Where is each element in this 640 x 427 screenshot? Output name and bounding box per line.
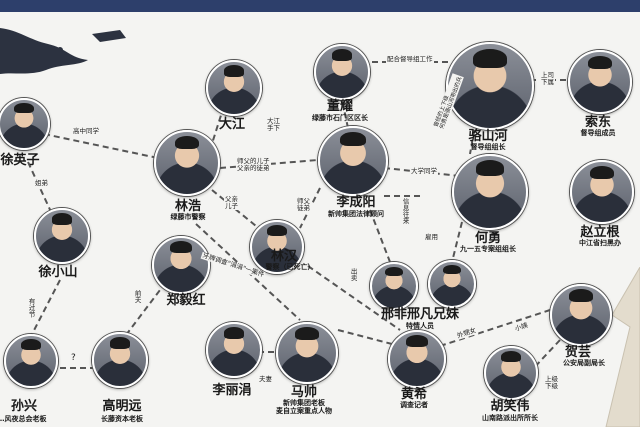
- portrait-dong-yao: [314, 44, 370, 100]
- portrait-he-yun: [550, 284, 612, 346]
- edge-label-dong-yao-luo-shanhe: 配合督导组工作: [386, 56, 434, 63]
- name-da-jiang: 大江: [219, 118, 245, 132]
- name-sun-xing: 孙兴: [11, 400, 37, 414]
- edge-label-lin-hao-da-jiang: 大江手下: [266, 118, 282, 132]
- name-zheng-yihong: 郑毅红: [166, 294, 205, 308]
- name-dong-yao: 董耀: [327, 100, 353, 114]
- edge-label-li-chengyang-lin-han: 师父 徒弟: [296, 198, 312, 212]
- name-xu-xiaoshan: 徐小山: [38, 266, 77, 280]
- edge-xu-yingzi-xu-xiaoshan: [28, 162, 52, 214]
- role-huang-xi: 调查记者: [400, 402, 428, 410]
- edge-label-lin-hao-lin-han: 父亲 儿子: [224, 196, 240, 210]
- role-sun-xing: …风夜总会老板: [0, 416, 47, 424]
- edge-label-xu-yingzi-xu-xiaoshan: 姐弟: [34, 180, 49, 187]
- name-lin-han: 林汉: [271, 250, 297, 264]
- edge-label-li-lijuan-ma-shuai: 夫妻: [258, 376, 273, 383]
- role-lin-hao: 绿藤市警察: [171, 214, 206, 222]
- edge-label-gao-mingyuan-zheng-yihong: 前夫: [132, 290, 141, 303]
- edge-xu-yingzi-lin-hao: [44, 134, 158, 158]
- portrait-xingfan: [428, 260, 476, 308]
- edge-label-he-yun-hu-xiaowei: 上级 下级: [544, 376, 559, 390]
- edge-label-sun-xing-gao-mingyuan: ?: [70, 354, 77, 364]
- role-hu-xiaowei: 山南路派出所所长: [482, 415, 538, 423]
- name-li-chengyang: 李成阳: [336, 196, 375, 210]
- name-he-yun: 贺芸: [565, 346, 591, 360]
- role-li-chengyang: 新帅集团法律顾问: [328, 211, 384, 219]
- portrait-xingfei: [370, 262, 418, 310]
- edge-ma-shuai-huang-xi: [338, 330, 392, 344]
- edge-he-yong-xingfei: [452, 222, 462, 262]
- portrait-xu-yingzi: [0, 98, 50, 150]
- portrait-zheng-yihong: [152, 236, 210, 294]
- portrait-gao-mingyuan: [92, 332, 148, 388]
- edge-label-xu-xiaoshan-sun-xing: 有过节: [26, 298, 35, 318]
- portrait-li-lijuan: [206, 322, 262, 378]
- name-zhao-ligen: 赵立根: [580, 226, 619, 240]
- portrait-ma-shuai: [276, 322, 338, 384]
- edge-label-lin-hao-li-chengyang: 师父的儿子 父亲的徒弟: [236, 158, 271, 172]
- edge-label-luo-shanhe-suo-dong: 上司 下属: [540, 72, 555, 86]
- portrait-sun-xing: [4, 334, 58, 388]
- name-xingfei-xingfan: 邢非邢凡兄妹: [381, 308, 459, 322]
- edge-label-li-chengyang-xingfei: 出卖: [348, 268, 357, 281]
- edge-label-li-chengyang-he-yong: 大学同学: [410, 168, 438, 175]
- role-he-yong: 九一五专案组组长: [460, 246, 516, 254]
- name-li-lijuan: 李丽涓: [212, 384, 251, 398]
- name-gao-mingyuan: 高明远: [102, 400, 141, 414]
- role-he-yun: 公安局副局长: [563, 360, 605, 368]
- name-lin-hao: 林浩: [175, 200, 201, 214]
- role-zhao-ligen: 中江省扫黑办: [579, 240, 621, 248]
- name-xu-yingzi: 徐英子: [0, 154, 39, 168]
- role-xingfei-xingfan: 特情人员: [406, 323, 434, 331]
- role-luo-shanhe: 督导组组长: [471, 144, 506, 152]
- edge-label-xu-yingzi-lin-hao: 高中同学: [72, 128, 100, 135]
- portrait-da-jiang: [206, 60, 262, 116]
- edge-label-he-yong-xingfei: 雇用: [424, 234, 439, 241]
- role-dong-yao: 绿藤市石门区区长: [312, 115, 368, 123]
- portrait-suo-dong: [568, 50, 632, 114]
- portrait-xu-xiaoshan: [34, 208, 90, 264]
- role-gao-mingyuan: 长藤资本老板: [101, 416, 143, 424]
- name-huang-xi: 黄希: [401, 388, 427, 402]
- name-he-yong: 何勇: [475, 232, 501, 246]
- role-ma-shuai: 新帅集团老板 麦自立案重点人物: [276, 400, 332, 415]
- portrait-li-chengyang: [318, 126, 388, 196]
- edge-label-he-yong-li-chengyang-2: 信息往来: [400, 198, 409, 224]
- name-suo-dong: 索东: [585, 116, 611, 130]
- portrait-lin-hao: [154, 130, 220, 196]
- name-luo-shanhe: 骆山河: [468, 130, 507, 144]
- name-hu-xiaowei: 胡笑伟: [490, 400, 529, 414]
- name-ma-shuai: 马帅: [291, 386, 317, 400]
- portrait-zhao-ligen: [570, 160, 634, 224]
- role-suo-dong: 督导组成员: [581, 130, 616, 138]
- portrait-hu-xiaowei: [484, 346, 538, 400]
- portrait-huang-xi: [388, 330, 446, 388]
- portrait-he-yong: [452, 154, 528, 230]
- role-lin-han: 警察（已死亡）: [266, 264, 315, 272]
